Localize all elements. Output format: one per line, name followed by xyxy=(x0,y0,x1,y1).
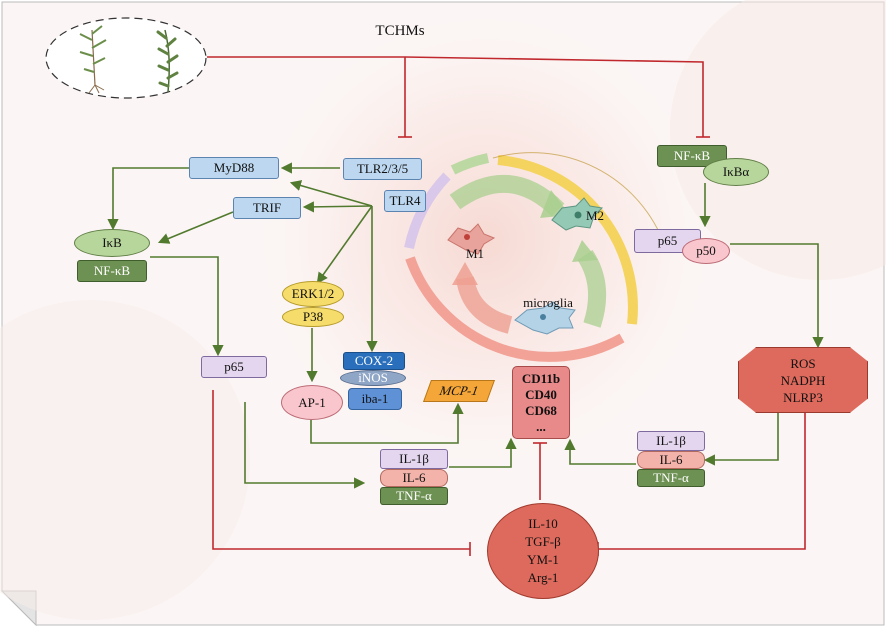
marker-cd68: CD68 xyxy=(525,402,557,418)
marker-more: ... xyxy=(536,418,546,434)
activation-arrows xyxy=(107,162,824,489)
iba1-node: iba-1 xyxy=(348,388,402,410)
tlr235-node: TLR2/3/5 xyxy=(343,158,422,180)
arg1-label: Arg-1 xyxy=(527,570,559,585)
ap1-node: AP-1 xyxy=(281,385,343,420)
ros-node: ROS NADPH NLRP3 xyxy=(738,347,868,413)
ros-label: ROS xyxy=(790,355,816,371)
m1-label: M1 xyxy=(465,246,485,261)
mcp1-node: MCP-1 xyxy=(422,380,496,402)
erk-node: ERK1/2 xyxy=(282,281,344,307)
herb-illustration xyxy=(45,17,207,99)
markers-box: CD11b CD40 CD68 ... xyxy=(512,366,570,439)
anti-inflammatory-node: IL-10 TGF-β YM-1 Arg-1 xyxy=(487,503,599,599)
il10-label: IL-10 xyxy=(528,516,558,531)
nadph-label: NADPH xyxy=(780,372,826,388)
trif-node: TRIF xyxy=(233,197,301,219)
nlrp3-label: NLRP3 xyxy=(783,389,823,405)
p65-right-node: p65 xyxy=(634,229,701,253)
p65-left-node: p65 xyxy=(201,356,267,378)
ym1-label: YM-1 xyxy=(527,552,559,567)
tnfa-right: TNF-α xyxy=(637,469,705,487)
microglia-label: microglia xyxy=(523,295,573,310)
p50-node: p50 xyxy=(682,238,730,264)
marker-cd40: CD40 xyxy=(525,386,557,402)
p38-node: P38 xyxy=(282,307,344,327)
diagram-title: TCHMs xyxy=(375,22,425,39)
il6-right: IL-6 xyxy=(637,451,705,469)
il6-left: IL-6 xyxy=(380,469,448,487)
ikba-node: IκBα xyxy=(703,158,769,186)
cox2-node: COX-2 xyxy=(343,352,405,370)
nfkb-left-node: NF-κB xyxy=(77,260,147,282)
tgfb-label: TGF-β xyxy=(525,534,561,549)
m2-label: M2 xyxy=(585,208,605,223)
myd88-node: MyD88 xyxy=(189,157,279,179)
ikb-node: IκB xyxy=(74,229,150,257)
il1b-right: IL-1β xyxy=(637,431,705,451)
tlr4-node: TLR4 xyxy=(384,190,426,212)
polarization-ring xyxy=(404,152,666,362)
inhibition-lines xyxy=(207,56,806,556)
marker-cd11b: CD11b xyxy=(521,370,561,386)
tnfa-left: TNF-α xyxy=(380,487,448,505)
inos-node: iNOS xyxy=(340,370,406,386)
il1b-left: IL-1β xyxy=(380,449,448,469)
nfkb-right-node: NF-κB xyxy=(657,145,727,167)
